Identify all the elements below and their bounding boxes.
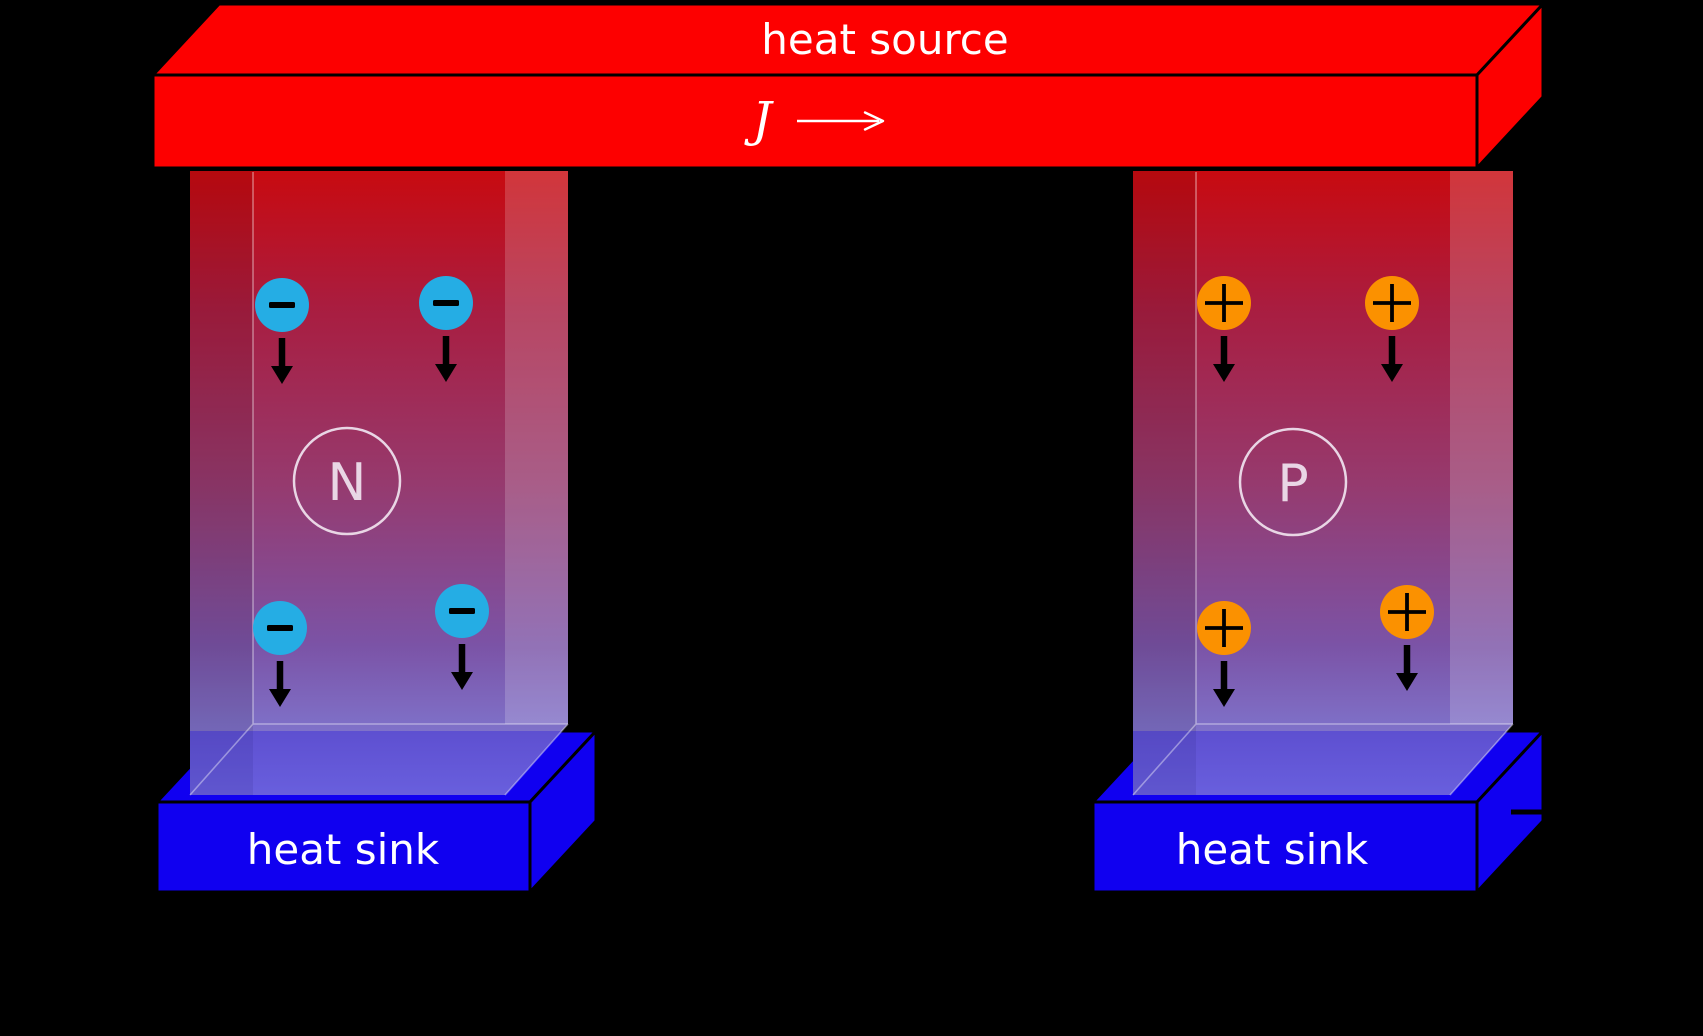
left-sink-front-face <box>155 800 532 894</box>
hole-1 <box>1197 276 1251 382</box>
n-badge-circle <box>292 426 402 536</box>
electron-3 <box>253 601 307 707</box>
minus-symbol <box>269 302 295 308</box>
p-leg-hidden-edges <box>1132 172 1514 796</box>
hole-2 <box>1365 276 1419 382</box>
n-leg-base-over-sink <box>190 731 562 795</box>
n-type-label: N <box>328 453 367 513</box>
heat-source-label: heat source <box>761 15 1009 64</box>
electron-2 <box>419 276 473 382</box>
minus-symbol <box>449 608 475 614</box>
down-arrow-head <box>435 364 457 382</box>
n-type-badge: N <box>292 426 402 536</box>
plus-symbol <box>1373 284 1411 322</box>
p-type-badge: P <box>1238 427 1348 537</box>
down-arrow-head <box>1213 364 1235 382</box>
plus-symbol <box>1205 609 1243 647</box>
p-leg-front-left-strip <box>1133 171 1196 795</box>
right-heat-sink-label: heat sink <box>1176 825 1369 874</box>
p-leg <box>1132 171 1514 796</box>
p-type-label: P <box>1277 454 1308 514</box>
down-arrow-head <box>269 689 291 707</box>
n-leg-back-right-strip <box>505 171 568 724</box>
n-leg <box>189 171 569 796</box>
p-leg-back-right-strip <box>1450 171 1513 724</box>
minus-symbol <box>267 625 293 631</box>
hole-4 <box>1380 585 1434 691</box>
down-arrow-head <box>271 366 293 384</box>
hole-3 <box>1197 601 1251 707</box>
heat-source-bar: heat source J <box>151 2 1545 170</box>
left-heat-sink-label: heat sink <box>247 825 440 874</box>
electron-4 <box>435 584 489 690</box>
electron-1 <box>255 278 309 384</box>
n-leg-hidden-edges <box>189 172 569 796</box>
down-arrow-head <box>1381 364 1403 382</box>
down-arrow-head <box>451 672 473 690</box>
n-leg-front-left-strip <box>190 171 253 795</box>
minus-symbol <box>433 300 459 306</box>
p-leg-base-over-sink <box>1133 731 1506 795</box>
right-sink-front-face <box>1091 800 1479 894</box>
p-badge-circle <box>1238 427 1348 537</box>
down-arrow-head <box>1396 673 1418 691</box>
current-direction-arrow <box>797 111 885 131</box>
current-arrow-head <box>863 111 885 131</box>
plus-symbol <box>1388 593 1426 631</box>
plus-symbol <box>1205 284 1243 322</box>
down-arrow-head <box>1213 689 1235 707</box>
